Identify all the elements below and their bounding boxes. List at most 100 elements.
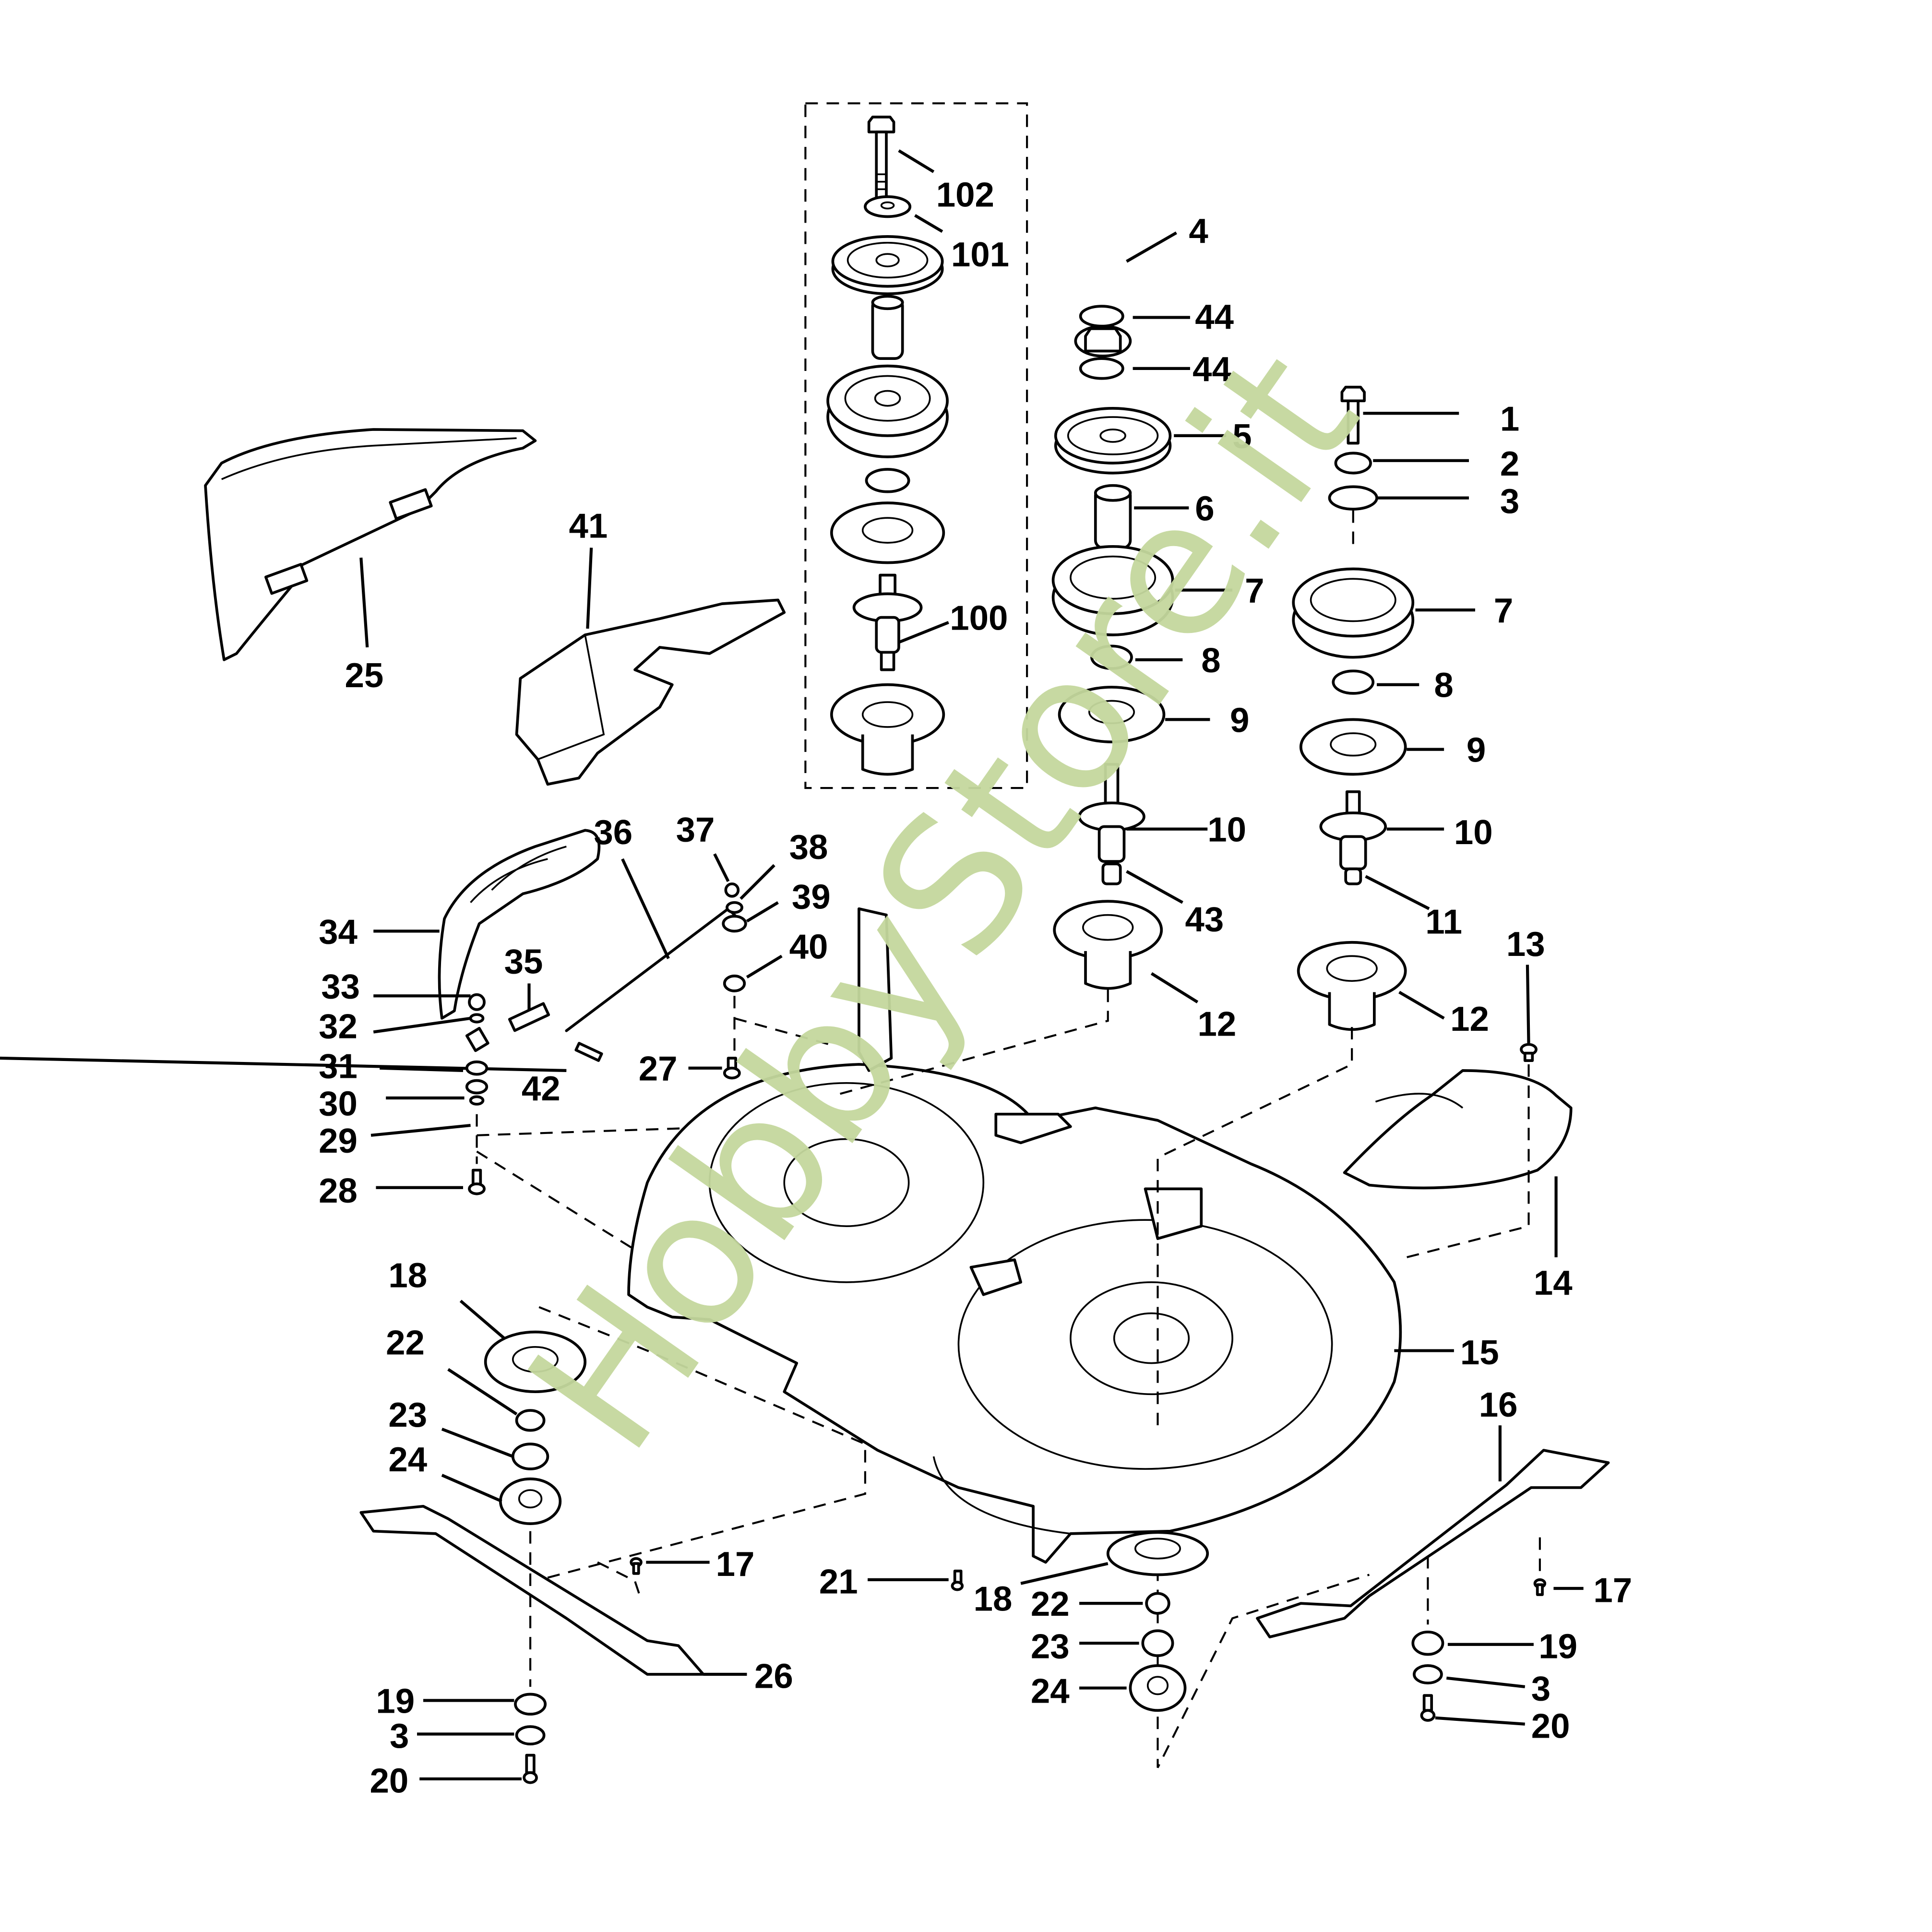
callout-39: 39: [792, 878, 831, 917]
callout-8-b: 8: [1434, 666, 1453, 705]
part-29-washer[interactable]: [469, 1095, 485, 1106]
part-31-bracket[interactable]: [465, 1026, 489, 1052]
part-37-nut[interactable]: [724, 882, 740, 898]
part-22-washer-left[interactable]: [515, 1409, 546, 1432]
callout-9-b: 9: [1467, 731, 1486, 770]
part-19-washer-left[interactable]: [514, 1693, 547, 1716]
part-18-flange-left[interactable]: [484, 1330, 587, 1394]
callout-16: 16: [1479, 1385, 1518, 1424]
spindle-assembly-box: [804, 102, 1028, 789]
callout-14: 14: [1534, 1264, 1573, 1302]
callout-6: 6: [1195, 489, 1214, 528]
callout-11: 11: [1425, 903, 1462, 942]
callout-102: 102: [936, 176, 994, 215]
part-7-toothed-pulley-b[interactable]: [1292, 567, 1415, 659]
part-40-bushing[interactable]: [723, 974, 746, 992]
callout-42: 42: [522, 1069, 561, 1108]
callout-10-b: 10: [1454, 813, 1493, 852]
part-28-bolt[interactable]: [468, 1169, 486, 1195]
part-4-nut[interactable]: [1074, 324, 1132, 358]
part-toothed-pulley: [826, 364, 949, 458]
part-26-blade-left[interactable]: [359, 1504, 705, 1676]
part-6-spacer[interactable]: [1094, 484, 1132, 549]
part-23-bearing-left[interactable]: [511, 1443, 549, 1470]
callout-13: 13: [1506, 925, 1545, 964]
part-32-washer[interactable]: [469, 1013, 485, 1024]
callout-26: 26: [754, 1657, 793, 1696]
part-5-pulley[interactable]: [1054, 407, 1172, 475]
part-27-bolt[interactable]: [723, 1057, 741, 1080]
callout-37: 37: [676, 811, 715, 849]
part-24-adapter-center[interactable]: [1129, 1664, 1187, 1712]
part-39-bushing[interactable]: [722, 915, 747, 933]
part-44-washer-b[interactable]: [1079, 357, 1124, 380]
part-38-washer[interactable]: [726, 901, 743, 914]
callout-43: 43: [1185, 900, 1224, 939]
part-pulley-upper: [831, 235, 944, 296]
part-9-housing-b[interactable]: [1299, 718, 1407, 776]
part-9-housing-a[interactable]: [1058, 686, 1166, 743]
part-30-bushing-a[interactable]: [465, 1060, 489, 1076]
callout-5: 5: [1232, 417, 1252, 456]
part-11-key[interactable]: [1344, 867, 1362, 885]
part-41-belt-guard[interactable]: [515, 598, 786, 786]
part-18-flange-center[interactable]: [1106, 1531, 1209, 1576]
part-15-mower-deck[interactable]: [627, 907, 1402, 1564]
callout-18-b: 18: [974, 1580, 1013, 1619]
part-12-housing-a[interactable]: [1053, 900, 1163, 990]
part-20-bolt-right[interactable]: [1420, 1694, 1436, 1722]
part-23-bearing-center[interactable]: [1141, 1629, 1174, 1657]
part-2-spacer[interactable]: [1334, 452, 1372, 475]
part-24-adapter-left[interactable]: [499, 1477, 562, 1525]
part-101-washer[interactable]: [864, 195, 912, 218]
callout-23-b: 23: [1031, 1627, 1070, 1666]
callout-44-a: 44: [1195, 298, 1234, 336]
part-16-blade-right[interactable]: [1256, 1449, 1610, 1639]
part-17-bolt-left[interactable]: [630, 1557, 643, 1575]
part-100-spindle[interactable]: [852, 573, 923, 671]
part-19-washer-right[interactable]: [1411, 1630, 1444, 1656]
callout-35: 35: [504, 942, 543, 981]
part-3-washer-c[interactable]: [1413, 1664, 1443, 1685]
part-33-nut[interactable]: [468, 993, 486, 1011]
part-7-toothed-pulley-a[interactable]: [1051, 545, 1174, 636]
part-34-blade-guard[interactable]: [438, 829, 601, 1020]
callout-22-b: 22: [1031, 1585, 1070, 1623]
part-35-spring[interactable]: [508, 1002, 550, 1032]
part-1-bolt[interactable]: [1340, 385, 1366, 445]
part-3-washer-b[interactable]: [515, 1725, 546, 1746]
callout-28: 28: [319, 1171, 358, 1210]
callout-20-b: 20: [1531, 1706, 1570, 1745]
part-14-side-cover[interactable]: [1343, 1069, 1573, 1190]
part-13-bolt[interactable]: [1520, 1043, 1538, 1062]
part-10-spindle-a[interactable]: [1078, 763, 1145, 863]
part-8-bearing-a[interactable]: [1090, 644, 1133, 670]
callout-labels: 102 101 100 4 44 44 5 6 7 8 9 10 43 12 1…: [319, 176, 1632, 1801]
part-42-pin[interactable]: [574, 1042, 603, 1062]
part-3-washer-a[interactable]: [1328, 485, 1378, 511]
callout-10-a: 10: [1207, 811, 1246, 849]
callout-40: 40: [789, 927, 828, 966]
part-12-housing-b[interactable]: [1297, 941, 1407, 1031]
part-10-spindle-b[interactable]: [1319, 790, 1387, 871]
part-30-bushing-b[interactable]: [465, 1079, 489, 1095]
callout-23-a: 23: [388, 1395, 427, 1434]
part-housing-flange: [830, 501, 945, 564]
part-102-bolt[interactable]: [867, 115, 895, 202]
callout-17-a: 17: [716, 1545, 755, 1584]
callout-27: 27: [639, 1049, 678, 1088]
part-8-bearing-b[interactable]: [1332, 669, 1375, 695]
part-21-bolt[interactable]: [951, 1569, 964, 1591]
callout-33: 33: [321, 967, 360, 1006]
part-22-washer-center[interactable]: [1145, 1592, 1170, 1615]
part-20-bolt-left[interactable]: [523, 1753, 538, 1784]
callout-25: 25: [345, 656, 384, 695]
part-44-washer-a[interactable]: [1079, 305, 1124, 328]
part-17-bolt-right[interactable]: [1533, 1578, 1547, 1596]
part-spacer: [871, 295, 904, 360]
callout-7-a: 7: [1245, 572, 1264, 610]
callout-100: 100: [950, 599, 1008, 638]
part-25-rear-cover[interactable]: [204, 428, 537, 661]
part-43-key[interactable]: [1101, 862, 1122, 885]
callout-17-b: 17: [1593, 1571, 1632, 1610]
